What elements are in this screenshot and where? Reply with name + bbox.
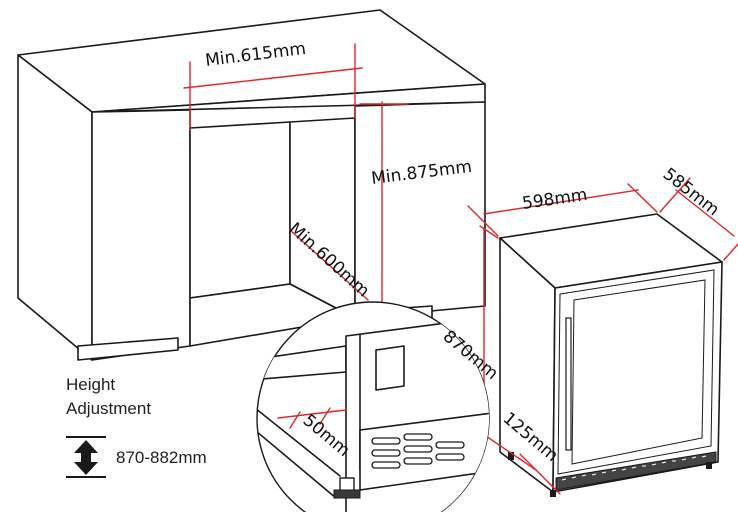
door-handle [565, 317, 572, 451]
detail-grille-slots [371, 433, 465, 469]
ad-ext-top [659, 177, 691, 213]
cabinet-right-front [354, 101, 486, 319]
detail-floor-line-2 [257, 425, 337, 499]
unit-width-label: 598mm [521, 185, 589, 214]
foot-front [550, 490, 556, 497]
width-dim-line [183, 67, 363, 89]
appliance-glass [571, 279, 706, 465]
ah-ext-top [479, 225, 499, 239]
aw-ext-right [627, 183, 658, 213]
appliance-front [552, 261, 723, 493]
unit-depth-label: 585mm [659, 164, 723, 220]
appliance-dimensions [467, 177, 738, 495]
gap-tick-2 [319, 407, 331, 425]
cabinet-left-front [91, 109, 191, 361]
detail-foot-pad [333, 489, 361, 499]
gap-dim-line [277, 409, 347, 419]
cabinet-left-plinth [77, 337, 179, 361]
grille-slots [561, 455, 707, 481]
ad-dim-line [675, 189, 735, 237]
opening-back-wall [189, 121, 291, 299]
detail-floor-line [257, 403, 341, 477]
appliance-door [557, 269, 715, 475]
adjustment-line-2: Adjustment [66, 399, 151, 418]
aw-dim-line [483, 189, 639, 215]
up-down-arrow-icon [66, 436, 106, 478]
adjustment-line-1: Height [66, 375, 115, 394]
detail-contents [257, 315, 489, 512]
detail-hinge [375, 345, 405, 391]
toe-dim-line [519, 453, 561, 495]
adjustment-range: 870-882mm [116, 448, 207, 467]
ah-ext-bottom [479, 431, 537, 471]
ad-ext-bottom [723, 243, 738, 261]
foot-right [706, 462, 712, 469]
aw-ext-left [467, 205, 499, 237]
appliance-drawing [499, 213, 723, 497]
depth-dim-line [289, 229, 369, 301]
gap-tick-1 [289, 411, 301, 429]
foot-left [508, 452, 514, 460]
